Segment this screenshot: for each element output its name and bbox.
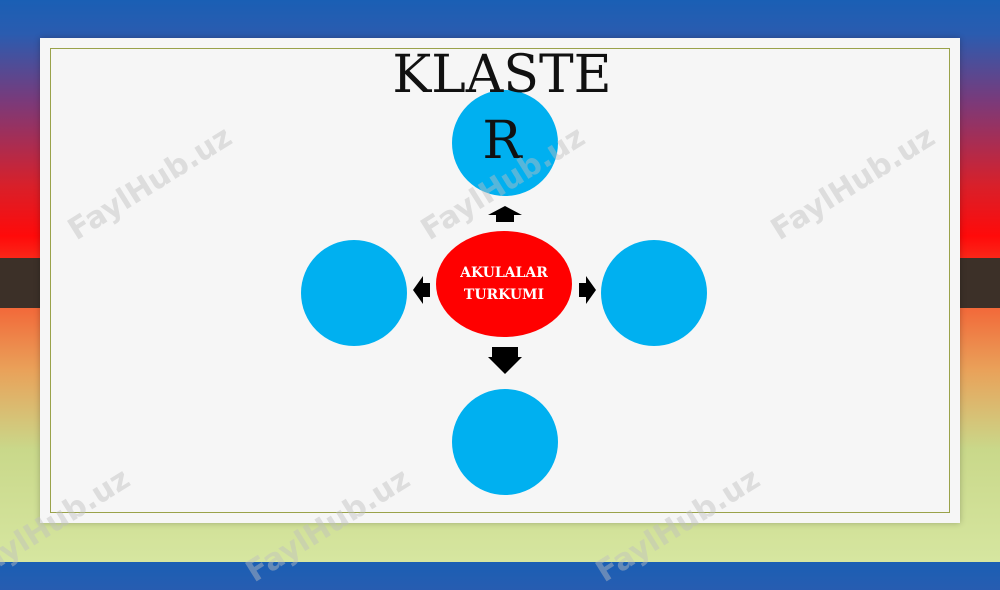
center-node: AKULALAR TURKUMI — [436, 231, 572, 337]
slide-title: KLASTE R — [352, 42, 652, 174]
slide-title-line2: R — [482, 111, 522, 171]
slide-title-line1: KLASTE — [392, 45, 612, 105]
center-node-label-line2: TURKUMI — [463, 287, 545, 303]
satellite-circle-right — [601, 240, 707, 346]
center-node-label-line1: AKULALAR — [460, 265, 548, 281]
satellite-circle-left — [301, 240, 407, 346]
satellite-circle-bottom — [452, 389, 558, 495]
satellite-circle-top — [452, 90, 558, 196]
